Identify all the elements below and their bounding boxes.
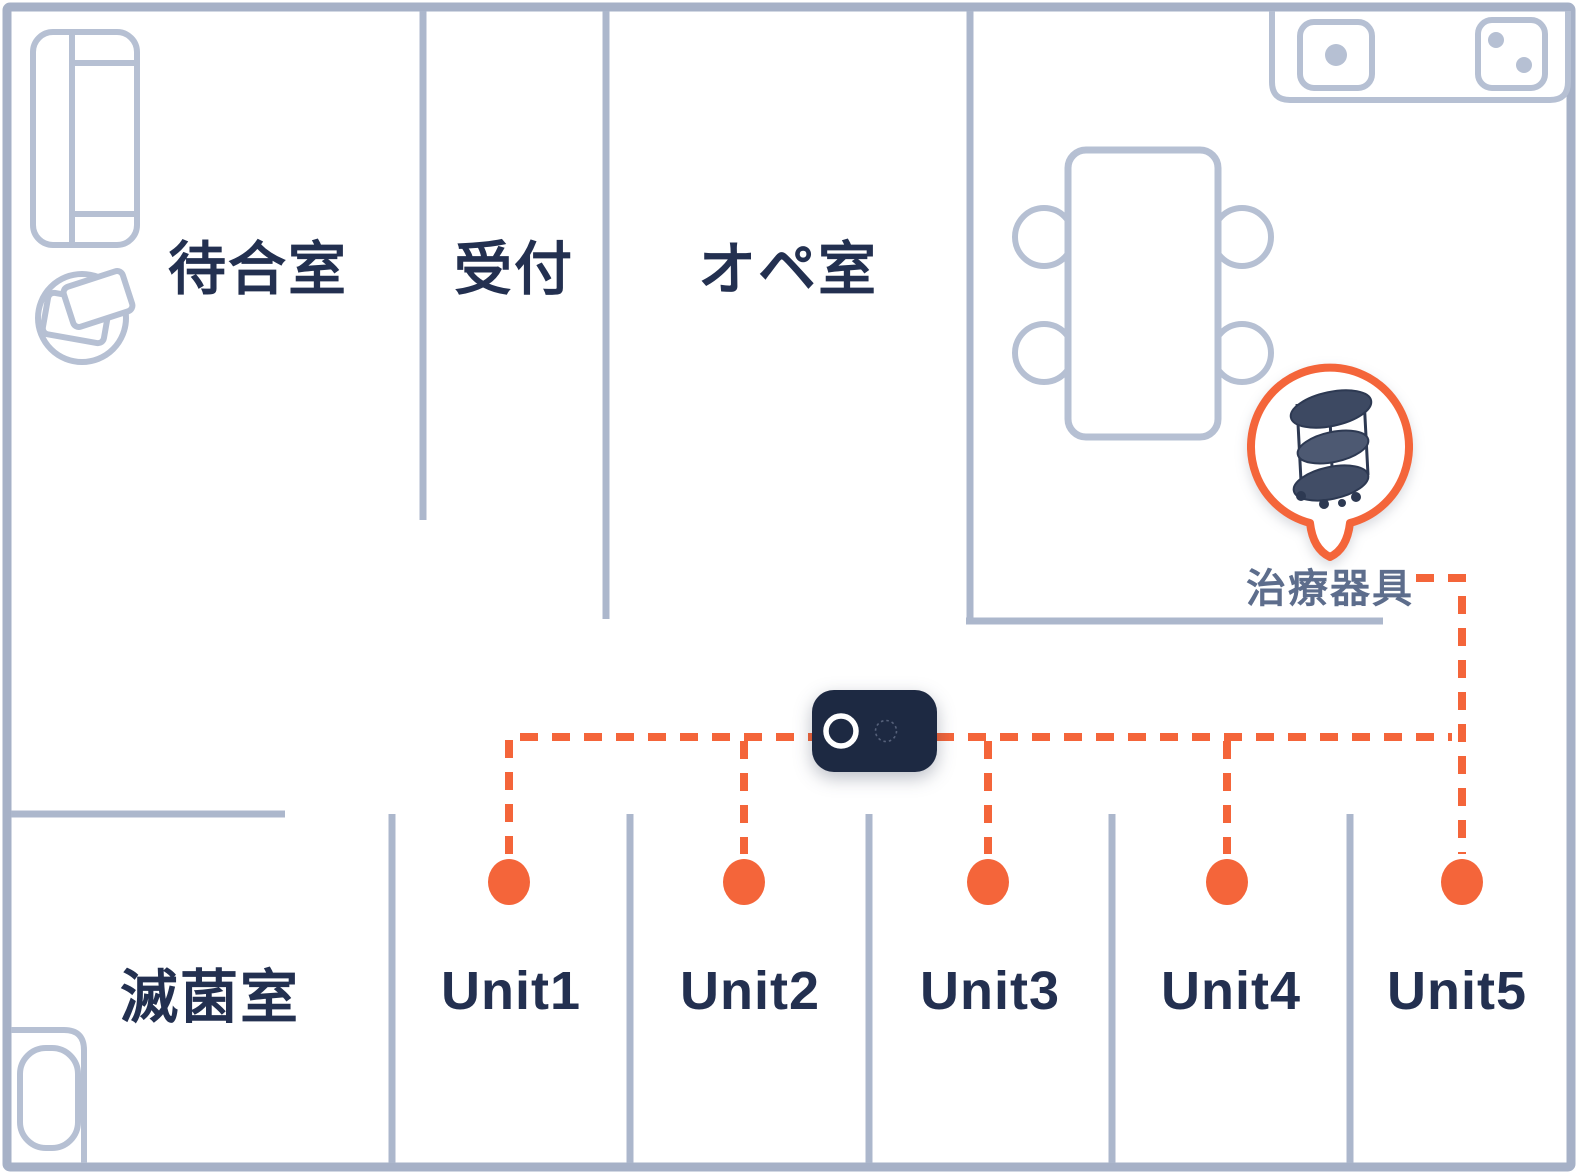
unit2-sensor-dot[interactable] [723,859,765,905]
secondary-ring-icon [874,719,898,743]
instrument-marker[interactable] [1247,363,1413,561]
table-icon [1064,146,1222,441]
room-label-operating: オペ室 [697,237,879,302]
marker-label: 治療器具 [1246,567,1414,611]
chair-icon [1012,321,1076,385]
unit-label-1: Unit1 [441,961,581,1021]
sink-icon [1297,19,1375,91]
unit-label-2: Unit2 [680,961,820,1021]
unit3-sensor-dot[interactable] [967,859,1009,905]
cart-icon [1289,389,1373,509]
room-label-waiting: 待合室 [167,237,349,302]
operating-table-icon [1012,146,1274,441]
magazine-table-icon [35,268,136,365]
room-label-sterilization: 滅菌室 [119,965,301,1030]
room-label-reception: 受付 [453,237,575,302]
faucet-unit-icon [1475,17,1548,91]
power-ring-icon [823,713,859,749]
sofa-icon [30,29,140,248]
chair-icon [1210,205,1274,269]
connection-line-bus [505,733,1452,854]
unit-label-5: Unit5 [1387,961,1527,1021]
unit4-sensor-dot[interactable] [1206,859,1248,905]
chair-icon [1210,321,1274,385]
unit-label-4: Unit4 [1161,961,1301,1021]
sink-counter-icon [1269,11,1571,103]
gateway-device[interactable] [812,690,937,772]
unit-label-3: Unit3 [920,961,1060,1021]
unit1-sensor-dot[interactable] [488,859,530,905]
unit5-sensor-dot[interactable] [1441,859,1483,905]
chair-icon [1012,205,1076,269]
autoclave-icon [11,1027,87,1163]
connection-line-marker-unit5 [1416,574,1466,854]
